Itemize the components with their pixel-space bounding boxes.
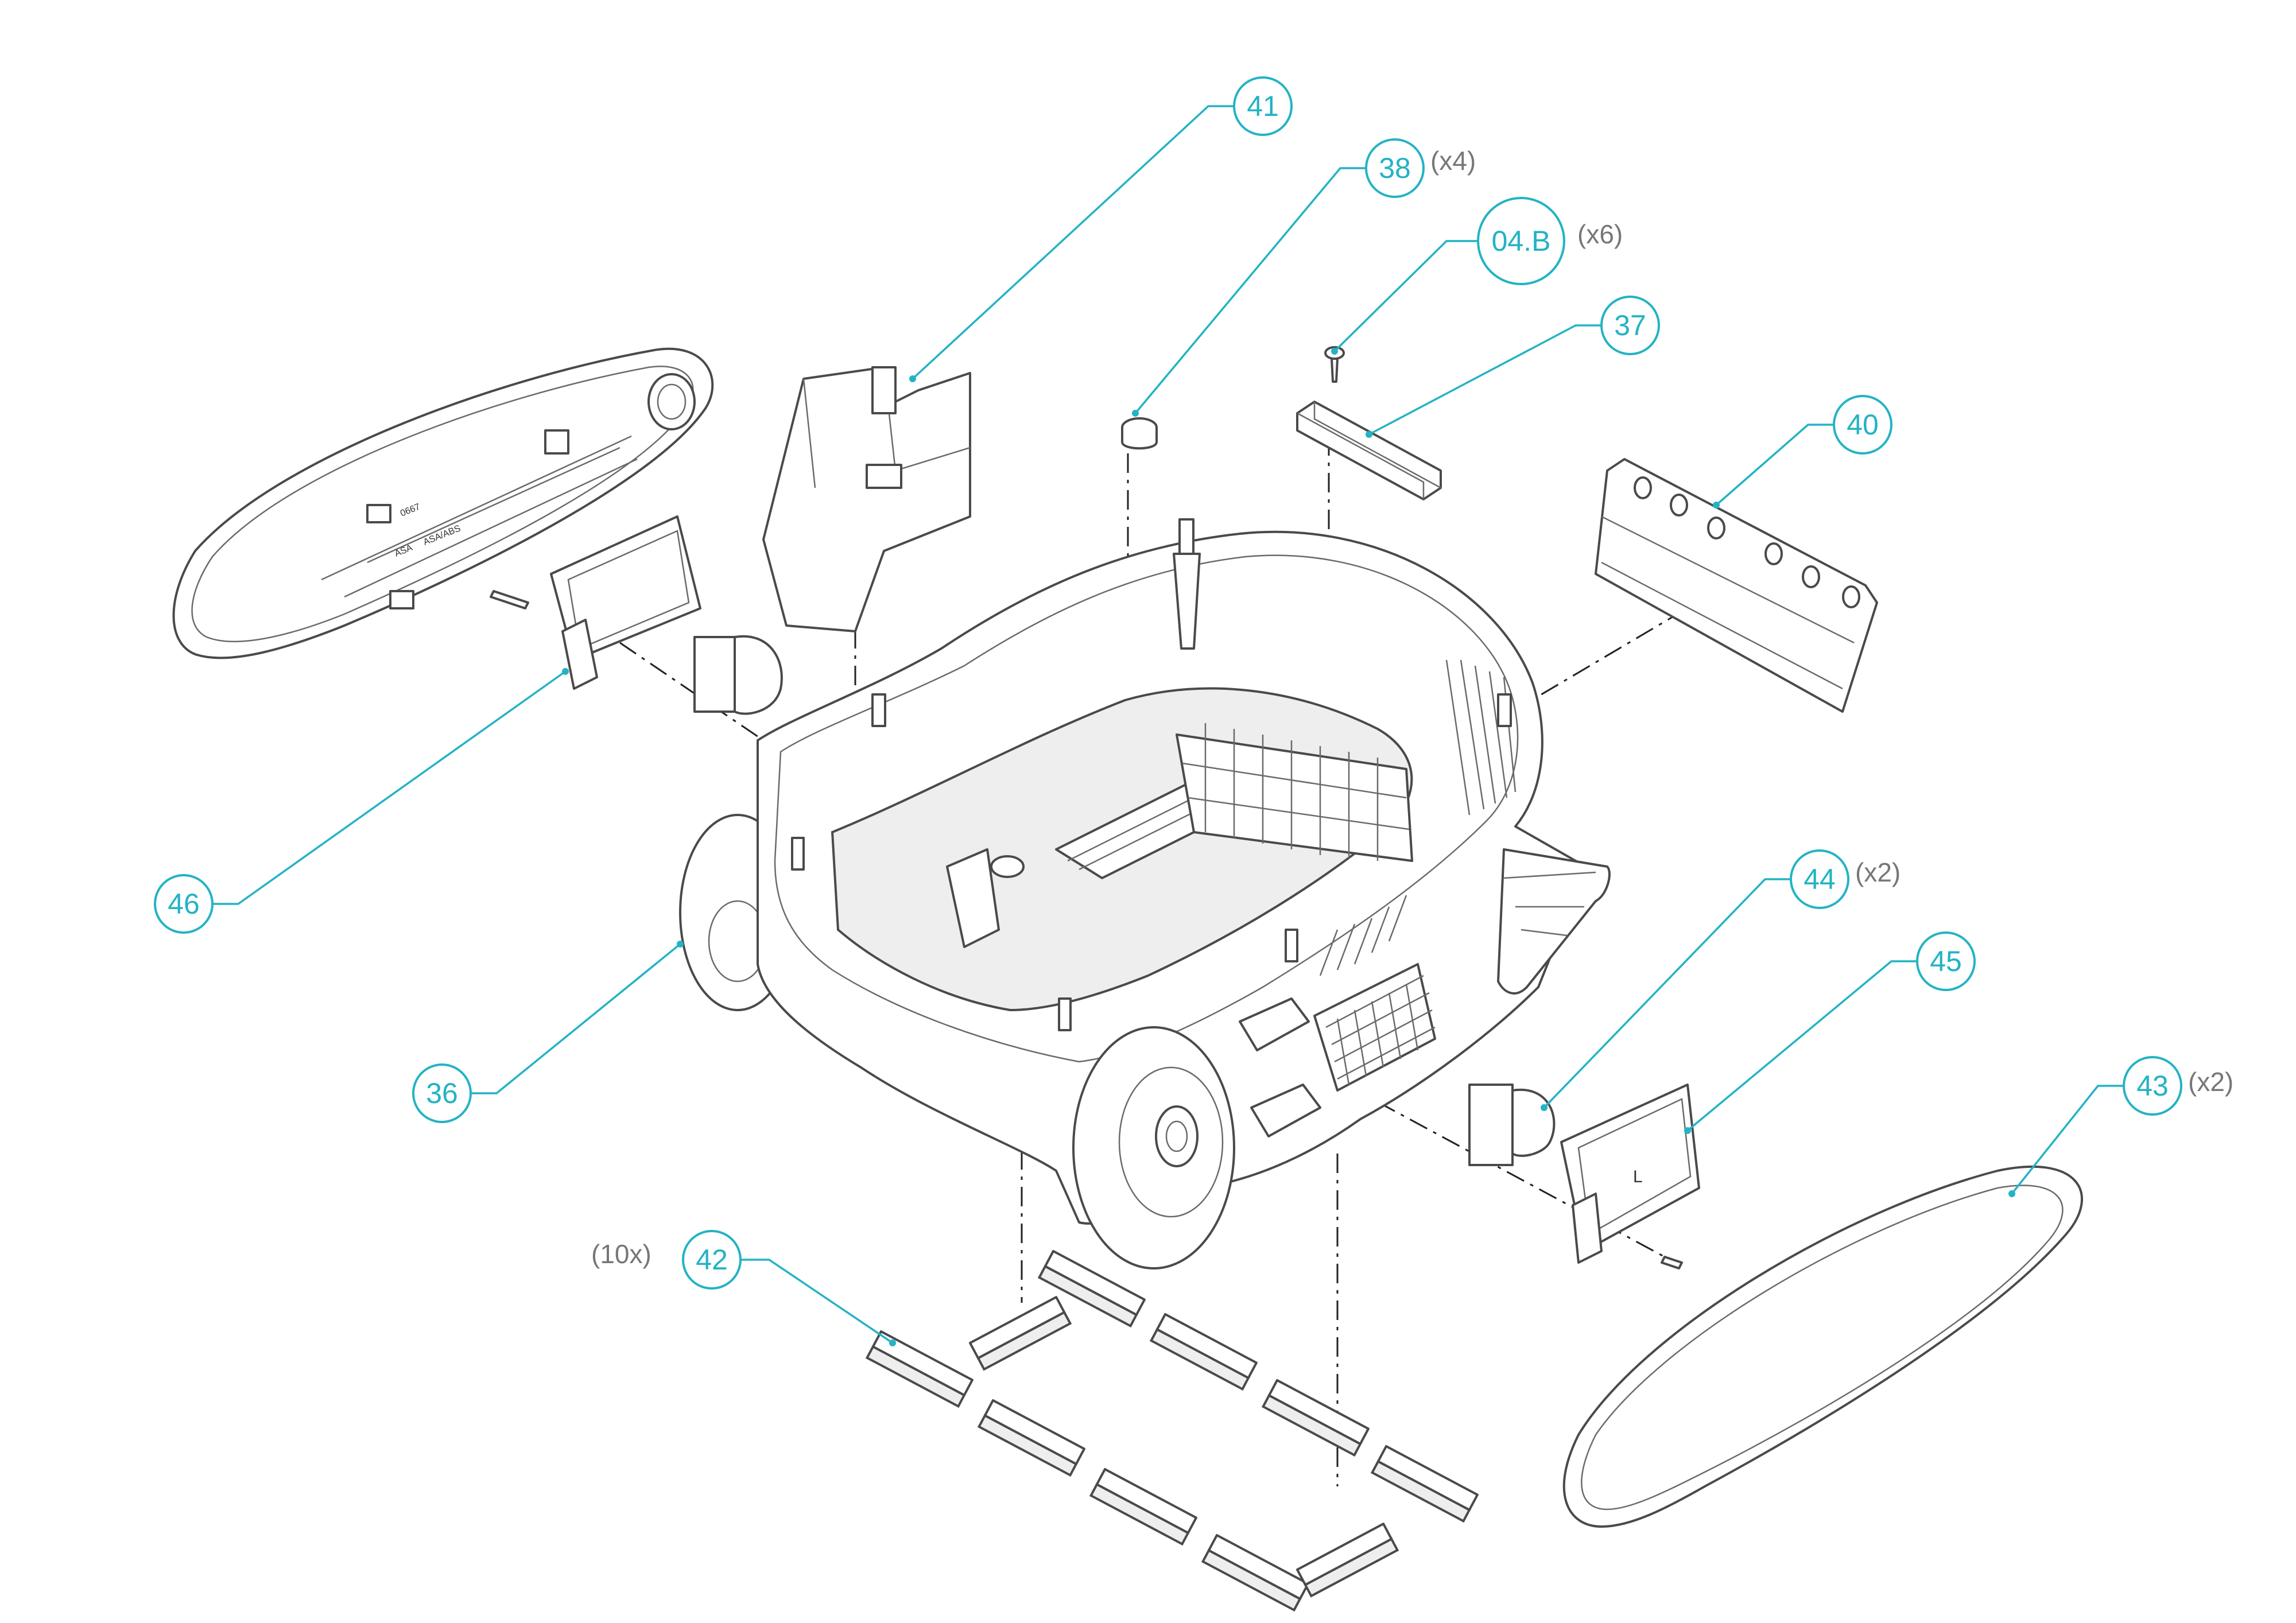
callout-label-04b: 04.B xyxy=(1492,225,1551,257)
callout-label-41: 41 xyxy=(1247,90,1279,122)
right-wheel-disc xyxy=(1072,1026,1235,1269)
brush-strips xyxy=(865,1250,1479,1612)
callout-label-42: 42 xyxy=(696,1244,728,1276)
callout-04b: 04.B (x6) xyxy=(1331,197,1623,355)
right-side-cover xyxy=(1562,1165,2083,1528)
callout-label-40: 40 xyxy=(1847,409,1879,441)
rear-panel xyxy=(1595,458,1878,713)
callout-36: 36 xyxy=(412,941,684,1123)
callout-37: 37 xyxy=(1366,296,1660,438)
left-switch-bracket xyxy=(490,515,783,715)
right-switch-part xyxy=(1468,1084,1556,1166)
callout-label-43: 43 xyxy=(2136,1070,2169,1102)
callout-label-44: 44 xyxy=(1804,863,1836,895)
rear-grille xyxy=(1176,733,1413,862)
right-bracket xyxy=(1497,848,1611,995)
right-connector-bracket: L xyxy=(1560,1084,1700,1269)
left-side-cover: 0667 ASA ASA/ABS xyxy=(172,348,714,659)
qty-38: (x4) xyxy=(1430,146,1476,176)
callout-45: 45 xyxy=(1684,931,1976,1134)
qty-42: (10x) xyxy=(591,1239,651,1269)
callout-label-45: 45 xyxy=(1930,945,1962,977)
callout-43: 43 (x2) xyxy=(2008,1056,2233,1197)
callout-42: 42 (10x) xyxy=(591,1230,896,1346)
qty-43: (x2) xyxy=(2188,1067,2233,1097)
callout-label-46: 46 xyxy=(168,888,200,920)
callout-label-36: 36 xyxy=(426,1077,458,1109)
mounting-bar xyxy=(1296,401,1442,500)
callout-41: 41 xyxy=(909,76,1293,382)
side-mark-text: L xyxy=(1633,1167,1643,1186)
callout-38: 38 (x4) xyxy=(1132,138,1476,417)
qty-44: (x2) xyxy=(1855,857,1901,887)
callout-label-37: 37 xyxy=(1614,309,1646,341)
chassis-body xyxy=(679,518,1611,1269)
callout-46: 46 xyxy=(154,668,569,934)
motor-housing xyxy=(762,366,971,632)
bushing-part xyxy=(1121,417,1158,450)
screw-part xyxy=(1324,346,1345,383)
callout-40: 40 xyxy=(1713,395,1892,508)
callout-44: 44 (x2) xyxy=(1541,849,1901,1111)
callout-label-38: 38 xyxy=(1379,152,1411,184)
qty-04b: (x6) xyxy=(1577,219,1623,249)
